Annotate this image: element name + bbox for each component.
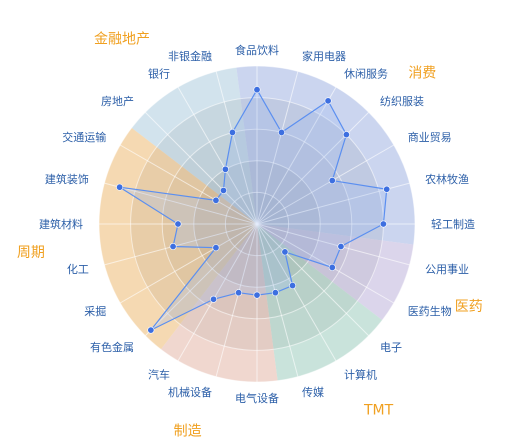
- group-sector-4: [160, 224, 278, 382]
- axis-label-20: 交通运输: [62, 130, 106, 144]
- axis-label-8: 医药生物: [408, 304, 452, 318]
- data-point-11: [271, 289, 279, 297]
- axis-label-15: 有色金属: [90, 340, 134, 354]
- axis-label-5: 农林牧渔: [425, 172, 469, 186]
- axis-label-21: 房地产: [101, 94, 134, 108]
- axis-label-11: 传媒: [302, 386, 324, 399]
- axis-label-3: 纺织服装: [380, 94, 424, 108]
- data-point-17: [169, 242, 177, 250]
- data-point-19: [116, 183, 124, 191]
- axis-label-10: 计算机: [344, 368, 377, 382]
- data-point-23: [228, 128, 236, 136]
- axis-label-9: 电子: [380, 341, 402, 354]
- grid-spoke-8: [256, 223, 395, 304]
- axis-label-18: 建筑材料: [39, 217, 83, 231]
- data-point-16: [212, 244, 220, 252]
- grid-spoke-14: [177, 223, 258, 362]
- axis-label-13: 机械设备: [168, 385, 212, 399]
- data-point-1: [278, 128, 286, 136]
- group-label-0: 金融地产: [94, 32, 150, 48]
- group-label-4: 制造: [174, 424, 202, 440]
- data-point-3: [342, 131, 350, 139]
- grid-spoke-16: [119, 223, 258, 304]
- data-point-8: [328, 263, 336, 271]
- grid-spoke-22: [177, 86, 258, 225]
- grid-spoke-3: [256, 111, 370, 225]
- grid-spoke-21: [144, 111, 258, 225]
- grid-spokes: [99, 66, 415, 382]
- grid-spoke-23: [215, 71, 258, 225]
- grid-spoke-1: [256, 71, 299, 225]
- series-points: [116, 86, 391, 334]
- data-point-0: [253, 86, 261, 94]
- data-point-6: [379, 220, 387, 228]
- data-point-12: [253, 291, 261, 299]
- grid-spoke-9: [256, 223, 370, 337]
- grid-spoke-17: [104, 223, 258, 266]
- group-label-2: 医药: [455, 299, 483, 315]
- grid-spoke-13: [215, 223, 258, 377]
- data-point-2: [324, 97, 332, 105]
- grid-spoke-4: [256, 144, 395, 225]
- axis-label-23: 非银金融: [168, 49, 212, 63]
- grid-spoke-7: [256, 223, 410, 266]
- axis-label-14: 汽车: [148, 368, 170, 382]
- data-point-9: [281, 248, 289, 256]
- data-point-4: [328, 177, 336, 185]
- axis-label-0: 食品饮料: [235, 43, 279, 57]
- data-point-22: [221, 165, 229, 173]
- data-point-20: [212, 196, 220, 204]
- axis-label-7: 公用事业: [425, 263, 469, 276]
- group-sector-2: [257, 224, 414, 321]
- axis-label-16: 采掘: [84, 304, 106, 318]
- axis-label-4: 商业贸易: [408, 130, 452, 144]
- data-point-18: [174, 220, 182, 228]
- group-label-3: TMT: [363, 402, 394, 418]
- axis-labels: 食品饮料 家用电器休闲服务纺织服装商业贸易农林牧渔轻工制造公用事业医药生物电子计算…: [39, 43, 475, 405]
- axis-label-22: 银行: [148, 66, 170, 80]
- grid-spoke-10: [256, 223, 337, 362]
- axis-label-2: 休闲服务: [344, 66, 388, 80]
- grid-spoke-11: [256, 223, 299, 377]
- grid-spoke-20: [119, 144, 258, 225]
- grid-spoke-19: [104, 182, 258, 225]
- data-point-21: [219, 186, 227, 194]
- group-label-1: 消费: [408, 66, 436, 82]
- data-point-13: [235, 289, 243, 297]
- axis-label-12: 电气设备: [235, 391, 279, 405]
- axis-label-17: 化工: [67, 262, 89, 276]
- axis-label-1: 家用电器: [302, 49, 346, 63]
- axis-label-19: 建筑装饰: [45, 172, 89, 186]
- data-point-14: [210, 295, 218, 303]
- group-label-5: 周期: [17, 245, 45, 261]
- data-point-15: [147, 326, 155, 334]
- data-point-7: [337, 242, 345, 250]
- grid-spoke-2: [256, 86, 337, 225]
- axis-label-6: 轻工制造: [431, 217, 475, 231]
- grid-spoke-15: [144, 223, 258, 337]
- data-point-5: [383, 185, 391, 193]
- data-point-10: [289, 282, 297, 290]
- group-sector-5: [98, 127, 257, 350]
